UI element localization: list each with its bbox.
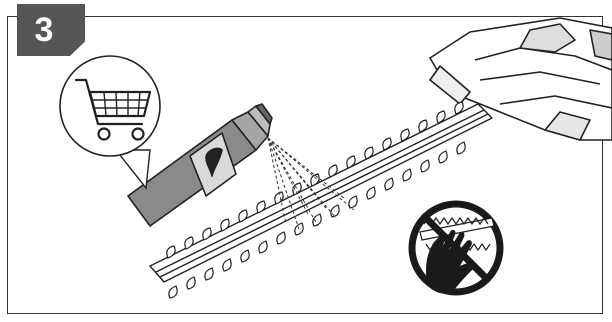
do-not-touch-blade-icon	[412, 204, 500, 293]
step-badge: 3	[17, 4, 85, 56]
callout-bubble	[60, 56, 160, 188]
step-number: 3	[17, 4, 71, 56]
